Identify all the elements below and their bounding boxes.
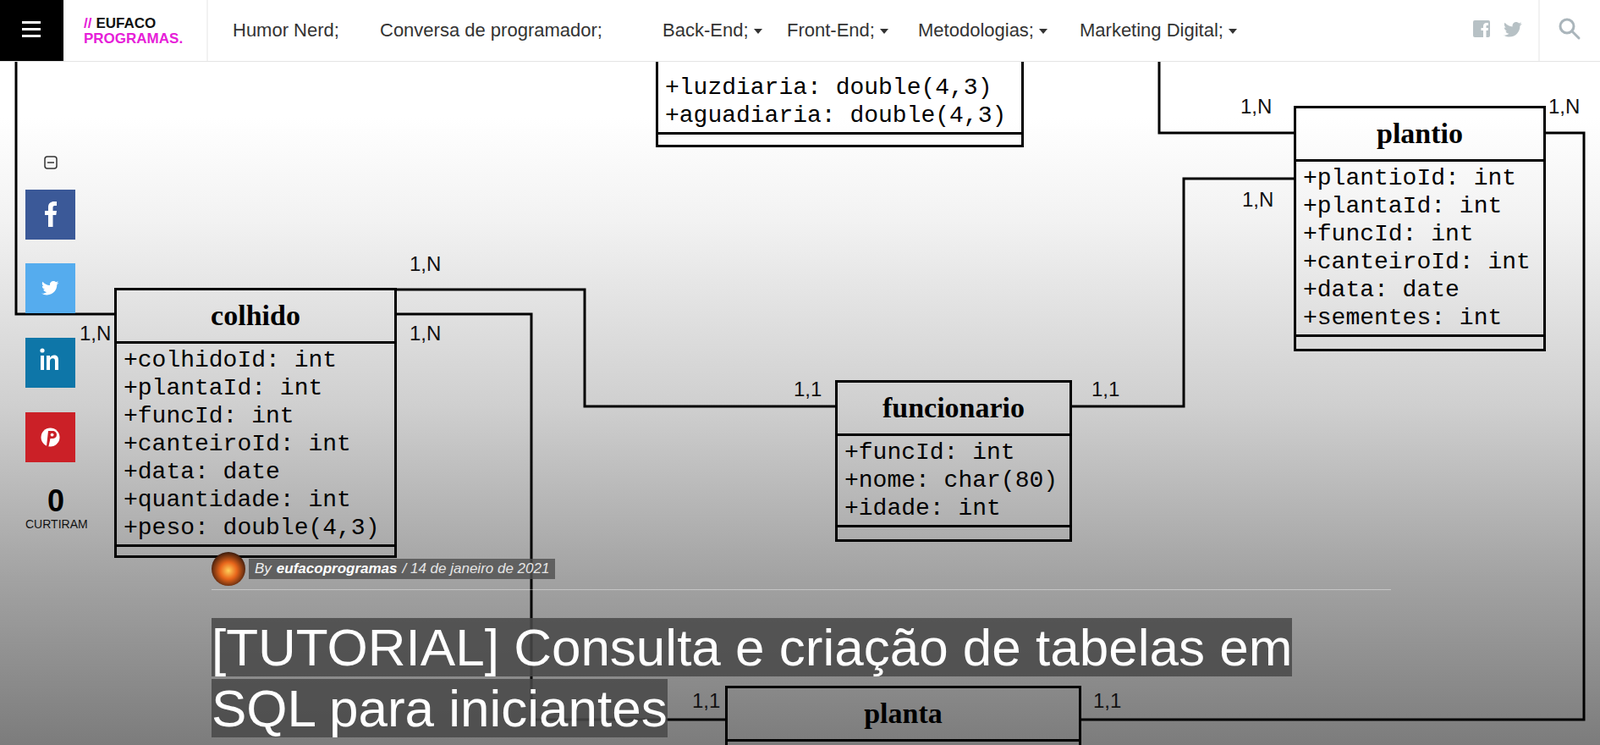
attribute-list: +luzdiaria: double(4,3)+aguadiaria: doub…: [658, 61, 1022, 135]
entity-table: +luzdiaria: double(4,3)+aguadiaria: doub…: [655, 61, 1024, 148]
menu-button: [0, 0, 64, 61]
cardinality-label: 1,1: [793, 377, 822, 402]
table-attribute: +plantaId: int: [123, 373, 386, 402]
table-name: colhido: [116, 290, 395, 344]
table-name: planta: [727, 687, 1079, 742]
table-attribute: +peso: double(4,3): [123, 513, 386, 542]
cardinality-label: 1,1: [1093, 688, 1122, 713]
entity-table: plantio+plantioId: int+plantaId: int+fun…: [1293, 105, 1546, 352]
linkedin-icon: [46, 355, 59, 371]
author-meta: By: [254, 560, 272, 578]
table-attribute: +nome: char(80): [844, 466, 1062, 495]
table-attribute: +plantaId: int: [1303, 192, 1535, 220]
facebook-icon: [44, 201, 57, 227]
table-attribute: +aguadiaria: double(4,3): [665, 101, 1013, 130]
nav-link: Marketing Digital;: [1079, 18, 1238, 43]
method-compartment: [727, 741, 1079, 745]
entity-table: planta: [725, 685, 1082, 745]
table-attribute: +funcId: int: [1303, 219, 1535, 248]
meta-divider: [211, 588, 1392, 590]
method-compartment: [1296, 336, 1544, 349]
logo-text: //: [83, 16, 92, 32]
linkedin-icon: [39, 347, 44, 352]
menu-icon: [21, 34, 41, 38]
attribute-list: +colhidoId: int+plantaId: int+funcId: in…: [116, 343, 395, 547]
table-attribute: +data: date: [123, 457, 386, 486]
facebook-icon: [1473, 20, 1491, 38]
author-name: eufacoprogramas: [276, 560, 398, 578]
table-attribute: +idade: int: [844, 494, 1062, 523]
method-compartment: [837, 527, 1070, 539]
twitter-icon: [1503, 21, 1523, 38]
pinterest-icon: [46, 430, 57, 446]
nav-link: Metodologias;: [918, 18, 1048, 43]
relation-line: [1159, 61, 1294, 133]
table-attribute: +funcId: int: [123, 401, 386, 430]
pinterest-icon: [41, 428, 61, 447]
nav-link: Back-End;: [662, 18, 763, 43]
table-attribute: +data: date: [1303, 275, 1535, 304]
table-attribute: +sementes: int: [1303, 303, 1535, 332]
relation-line: [16, 61, 115, 314]
table-attribute: +quantidade: int: [123, 485, 386, 514]
post-date: / 14 de janeiro de 2021: [402, 560, 550, 578]
attribute-list: +funcId: int+nome: char(80)+idade: int: [837, 435, 1070, 528]
twitter-button: [25, 263, 76, 314]
twitter-icon: [41, 280, 59, 296]
cardinality-label: 1,N: [409, 252, 441, 276]
pinterest-button: [25, 412, 76, 462]
like-caption: CURTIRAM: [25, 516, 88, 531]
table-name: funcionario: [837, 382, 1070, 436]
table-attribute: +colhidoId: int: [123, 346, 386, 374]
table-attribute: +plantioId: int: [1303, 164, 1535, 193]
site-logo: //EUFACO: [83, 16, 156, 32]
collapse-icon: [47, 161, 55, 164]
cardinality-label: 1,N: [1240, 94, 1272, 119]
cardinality-label: 1,N: [1548, 94, 1580, 119]
menu-icon: [21, 27, 41, 31]
facebook-button: [25, 189, 76, 240]
attribute-list: +plantioId: int+plantaId: int+funcId: in…: [1296, 161, 1544, 337]
cardinality-label: 1,1: [1091, 377, 1120, 402]
nav-divider: [207, 0, 209, 61]
author-avatar: [209, 549, 248, 588]
post-meta: Byeufacoprogramas/ 14 de janeiro de 2021: [248, 558, 556, 579]
method-compartment: [658, 134, 1022, 145]
like-count: 0: [47, 483, 65, 518]
logo-text: PROGRAMAS.: [83, 31, 183, 47]
table-attribute: +canteiroId: int: [1303, 247, 1535, 276]
nav-link: Humor Nerd;: [232, 18, 340, 43]
logo-text: EUFACO: [95, 16, 156, 32]
collapse-icon: [44, 156, 57, 169]
pinterest-icon: [50, 433, 55, 437]
author-avatar: [211, 551, 246, 586]
search-icon: [1572, 31, 1579, 39]
relation-line: [1072, 178, 1294, 407]
share-sidebar: [0, 0, 85, 474]
entity-table: funcionario+funcId: int+nome: char(80)+i…: [835, 379, 1073, 542]
method-compartment: [116, 546, 395, 556]
cardinality-label: 1,1: [692, 688, 721, 713]
nav-divider: [1539, 0, 1540, 61]
linkedin-button: [25, 337, 76, 388]
table-name: plantio: [1296, 108, 1544, 162]
table-attribute: +funcId: int: [844, 438, 1062, 467]
relation-line: [396, 289, 836, 407]
post-title-block: [TUTORIAL] Consulta e criação de tabelas…: [211, 616, 1380, 738]
cardinality-label: 1,N: [1242, 187, 1274, 212]
menu-icon: [21, 21, 41, 24]
post-title: [TUTORIAL] Consulta e criação de tabelas…: [211, 617, 1293, 737]
nav-link: Front-End;: [786, 18, 889, 43]
cardinality-label: 1,N: [409, 321, 441, 346]
entity-table: colhido+colhidoId: int+plantaId: int+fun…: [114, 287, 397, 558]
cardinality-label: 1,N: [79, 321, 111, 346]
table-attribute: +luzdiaria: double(4,3): [665, 73, 1013, 102]
nav-link: Conversa de programador;: [379, 18, 603, 43]
linkedin-icon: [40, 355, 44, 370]
facebook-icon: [1481, 22, 1490, 38]
table-attribute: +canteiroId: int: [123, 429, 386, 458]
